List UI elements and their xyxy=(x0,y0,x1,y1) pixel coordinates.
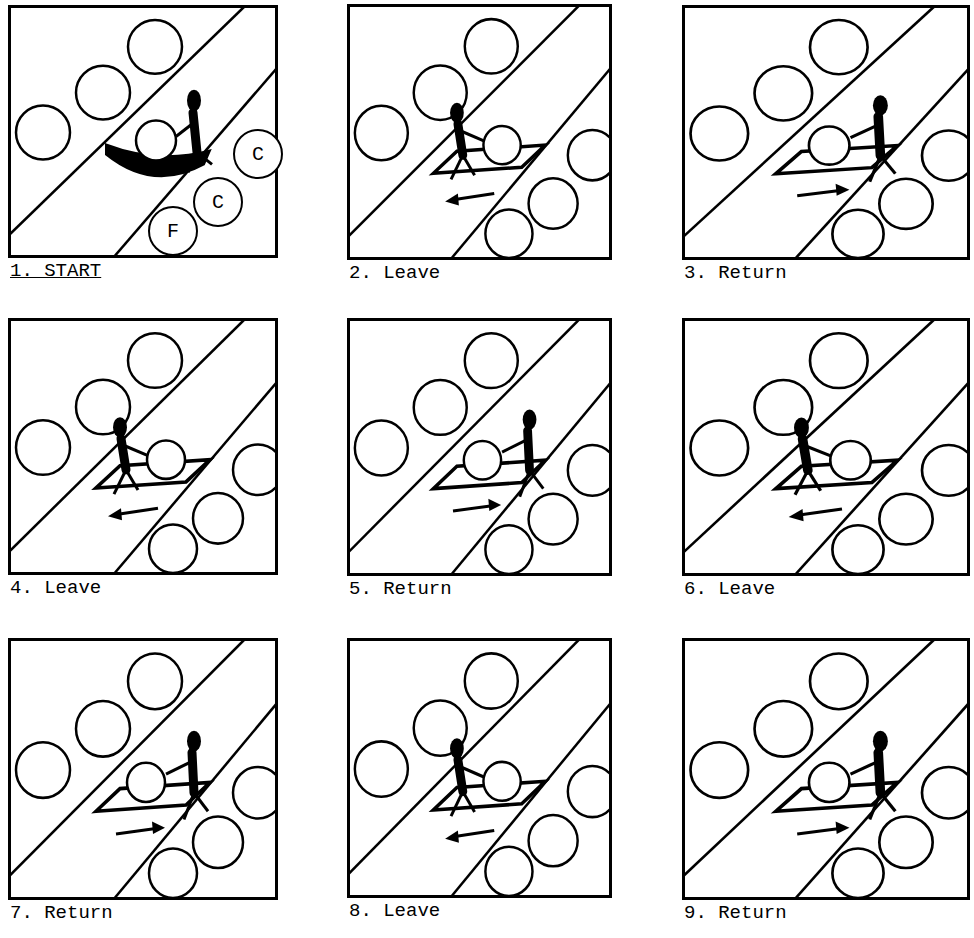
scene-panel: 1. START C C F xyxy=(8,5,278,284)
scene xyxy=(8,5,278,258)
scene xyxy=(682,638,974,900)
circle-letter: C xyxy=(252,143,264,166)
location-circle: C xyxy=(193,177,243,227)
panel-frame xyxy=(8,5,278,258)
scene-panel: 4. Leave xyxy=(8,318,278,601)
location-circle: F xyxy=(148,206,198,256)
panel-caption: 7. Return xyxy=(10,902,113,924)
panel-caption: 5. Return xyxy=(349,578,452,600)
scene-panel: 5. Return xyxy=(347,318,612,602)
scene-panel: 3. Return xyxy=(682,5,970,286)
panel-caption: 4. Leave xyxy=(10,577,101,599)
scene xyxy=(682,5,974,260)
circle-letter: C xyxy=(212,191,224,214)
scene xyxy=(682,318,974,576)
panel-frame xyxy=(8,318,278,575)
scene-panel: 8. Leave xyxy=(347,638,612,924)
panel-caption: 2. Leave xyxy=(349,262,440,284)
scene-panel: 2. Leave xyxy=(347,4,612,286)
panel-frame xyxy=(682,5,970,260)
panel-frame xyxy=(682,638,970,900)
scene xyxy=(347,318,617,576)
panel-frame xyxy=(347,638,612,898)
panel-caption: 9. Return xyxy=(684,902,787,924)
scene xyxy=(347,4,617,260)
scene-panel: 6. Leave xyxy=(682,318,970,602)
panel-caption: 8. Leave xyxy=(349,900,440,922)
circle-letter: F xyxy=(167,220,179,243)
scene xyxy=(8,638,283,900)
scene xyxy=(347,638,617,898)
panel-frame xyxy=(347,318,612,576)
panel-frame xyxy=(682,318,970,576)
scene xyxy=(8,318,283,575)
scene-panel: 9. Return xyxy=(682,638,970,926)
panel-caption: 1. START xyxy=(10,260,101,282)
panel-caption: 3. Return xyxy=(684,262,787,284)
scene-panel: 7. Return xyxy=(8,638,278,926)
panel-caption: 6. Leave xyxy=(684,578,775,600)
panel-frame xyxy=(8,638,278,900)
panel-frame xyxy=(347,4,612,260)
